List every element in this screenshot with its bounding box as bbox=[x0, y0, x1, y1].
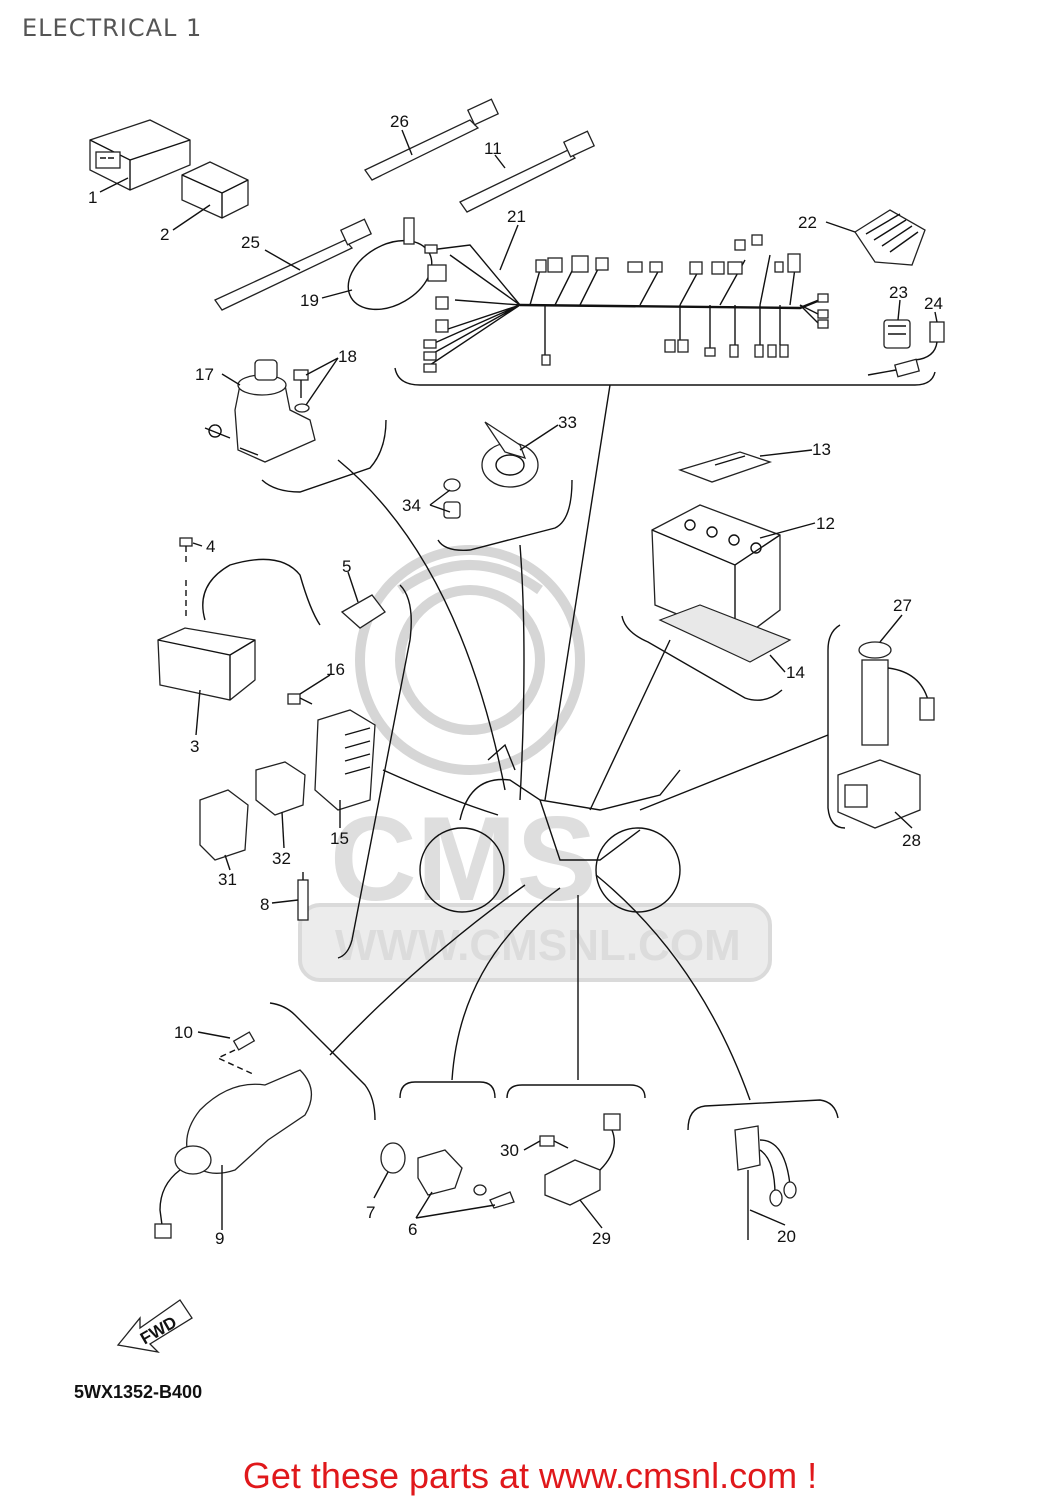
part-25-cable-tie[interactable] bbox=[214, 218, 373, 311]
part-17-main-switch[interactable] bbox=[204, 359, 316, 463]
part-18-screw[interactable] bbox=[293, 369, 310, 413]
part-26-cable-tie[interactable] bbox=[364, 98, 500, 181]
callout-27: 27 bbox=[893, 596, 912, 615]
part-29-sidestand-switch[interactable] bbox=[544, 1113, 621, 1206]
part-5-plug-cap[interactable] bbox=[340, 594, 386, 629]
part-8-thermo-unit[interactable] bbox=[297, 872, 309, 921]
callout-28: 28 bbox=[902, 831, 921, 850]
part-32-relay[interactable] bbox=[255, 761, 306, 816]
part-10-screw[interactable] bbox=[216, 1031, 256, 1076]
part-20-neutral-switch[interactable] bbox=[734, 1125, 797, 1240]
part-14-battery-pad[interactable] bbox=[658, 604, 792, 663]
callout-labels: 1 2 3 4 5 6 7 8 9 10 11 12 13 14 15 16 1… bbox=[88, 112, 943, 1248]
callout-5: 5 bbox=[342, 557, 351, 576]
part-3-ignition-coil[interactable] bbox=[157, 558, 321, 701]
callout-10: 10 bbox=[174, 1023, 193, 1042]
bracket-17 bbox=[261, 419, 387, 493]
callout-1: 1 bbox=[88, 188, 97, 207]
callout-9: 9 bbox=[215, 1229, 224, 1248]
bracket-29 bbox=[506, 1084, 646, 1099]
callout-2: 2 bbox=[160, 225, 169, 244]
part-23-coupler[interactable] bbox=[883, 319, 911, 349]
part-9-pickup-coil[interactable] bbox=[154, 1069, 312, 1239]
callout-21: 21 bbox=[507, 207, 526, 226]
bracket-12 bbox=[621, 615, 783, 701]
bracket-9 bbox=[269, 1002, 376, 1121]
leader-6 bbox=[451, 887, 561, 1081]
callout-30: 30 bbox=[500, 1141, 519, 1160]
callout-16: 16 bbox=[326, 660, 345, 679]
callout-13: 13 bbox=[812, 440, 831, 459]
leader-27 bbox=[639, 734, 829, 811]
page-title: ELECTRICAL 1 bbox=[22, 14, 203, 42]
callout-29: 29 bbox=[592, 1229, 611, 1248]
part-30-screw[interactable] bbox=[539, 1135, 569, 1149]
callout-32: 32 bbox=[272, 849, 291, 868]
bracket-20 bbox=[687, 1099, 839, 1131]
callout-20: 20 bbox=[777, 1227, 796, 1246]
callout-23: 23 bbox=[889, 283, 908, 302]
part-21-wire-harness[interactable] bbox=[423, 234, 829, 373]
watermark: CMS WWW.CMSNL.COM bbox=[298, 545, 772, 982]
part-27-fuel-sender[interactable] bbox=[858, 641, 935, 746]
part-11-cable-tie[interactable] bbox=[459, 130, 596, 213]
leader-left bbox=[382, 769, 499, 816]
fwd-arrow: FWD bbox=[116, 1299, 193, 1353]
leader-12 bbox=[589, 639, 671, 811]
callout-14: 14 bbox=[786, 663, 805, 682]
callout-18: 18 bbox=[338, 347, 357, 366]
part-16-bolt[interactable] bbox=[287, 693, 313, 705]
leader-17 bbox=[337, 459, 506, 791]
footer-link[interactable]: Get these parts at www.cmsnl.com ! bbox=[242, 1455, 818, 1496]
callout-31: 31 bbox=[218, 870, 237, 889]
part-34-nut[interactable] bbox=[443, 478, 461, 519]
diagram-code: 5WX1352-B400 bbox=[74, 1382, 203, 1402]
callout-34: 34 bbox=[402, 496, 421, 515]
bracket-6 bbox=[399, 1081, 496, 1099]
callout-3: 3 bbox=[190, 737, 199, 756]
parts-diagram: CMS WWW.CMSNL.COM bbox=[88, 98, 945, 1353]
part-31-relay[interactable] bbox=[199, 789, 249, 861]
callout-15: 15 bbox=[330, 829, 349, 848]
callout-8: 8 bbox=[260, 895, 269, 914]
part-22-cover[interactable] bbox=[854, 209, 926, 266]
part-1-cdi-unit[interactable] bbox=[89, 119, 191, 191]
bracket-left bbox=[337, 584, 412, 959]
bracket-27 bbox=[827, 624, 846, 829]
callout-25: 25 bbox=[241, 233, 260, 252]
callout-11: 11 bbox=[484, 139, 502, 158]
part-33-horn[interactable] bbox=[481, 421, 539, 488]
part-13-battery-band[interactable] bbox=[677, 451, 773, 483]
part-24-fuse-holder[interactable] bbox=[867, 321, 945, 378]
motorcycle-outline bbox=[419, 743, 681, 913]
leader-21 bbox=[544, 384, 611, 801]
callout-6: 6 bbox=[408, 1220, 417, 1239]
part-15-rectifier[interactable] bbox=[314, 709, 376, 811]
part-12-battery[interactable] bbox=[651, 504, 781, 641]
part-2-relay[interactable] bbox=[181, 161, 249, 219]
callout-26: 26 bbox=[390, 112, 409, 131]
leader-33 bbox=[519, 544, 525, 801]
part-6-switch[interactable] bbox=[417, 1149, 515, 1209]
bracket-33 bbox=[437, 479, 573, 551]
callout-12: 12 bbox=[816, 514, 835, 533]
callout-33: 33 bbox=[558, 413, 577, 432]
callout-4: 4 bbox=[206, 537, 215, 556]
callout-19: 19 bbox=[300, 291, 319, 310]
leader-9 bbox=[329, 884, 526, 1056]
callout-17: 17 bbox=[195, 365, 214, 384]
callout-22: 22 bbox=[798, 213, 817, 232]
callout-7: 7 bbox=[366, 1203, 375, 1222]
bracket-21 bbox=[394, 367, 936, 386]
part-28-coupler[interactable] bbox=[837, 759, 921, 829]
watermark-url: WWW.CMSNL.COM bbox=[335, 921, 741, 970]
part-7-gasket[interactable] bbox=[380, 1142, 406, 1174]
leader-20 bbox=[595, 874, 751, 1101]
callout-24: 24 bbox=[924, 294, 943, 313]
